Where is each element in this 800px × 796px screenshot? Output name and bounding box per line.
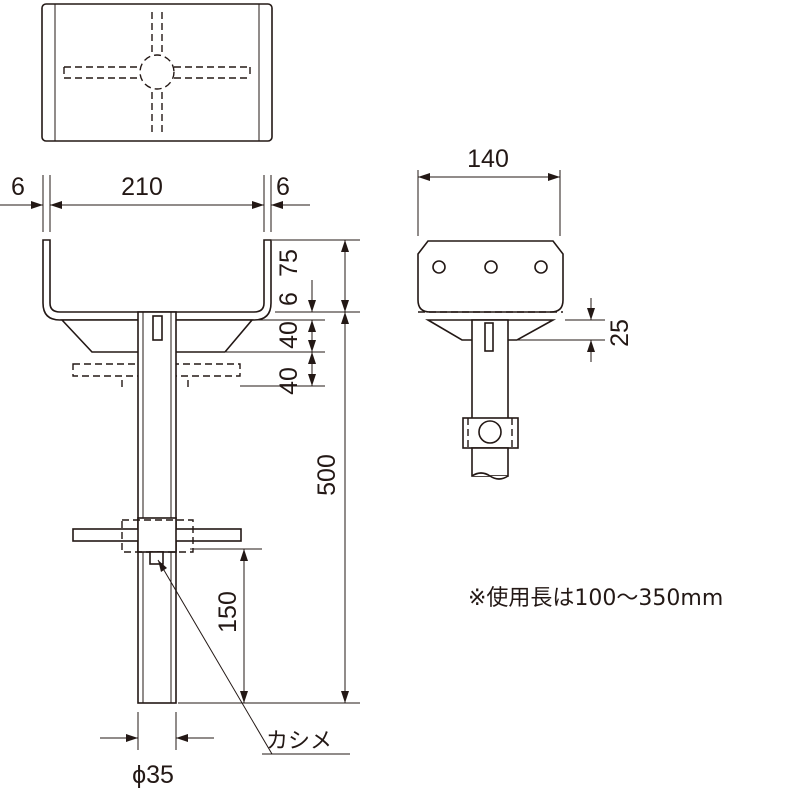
side-head-plate xyxy=(417,240,564,313)
side-dimensions xyxy=(417,170,605,362)
dim-25-label: 25 xyxy=(606,319,634,347)
hidden-lower-plate xyxy=(72,363,241,377)
front-view xyxy=(42,239,272,704)
dim-75-label: 75 xyxy=(275,249,303,277)
crimp-point xyxy=(149,551,164,565)
break-line xyxy=(471,472,509,480)
dim-6-vertical-label: 6 xyxy=(275,292,303,306)
dim-6-right-label: 6 xyxy=(276,173,290,201)
hidden-clamp xyxy=(121,519,194,553)
crimp-leader xyxy=(157,559,273,755)
side-view xyxy=(417,240,564,480)
dim-6-left-label: 6 xyxy=(11,173,25,201)
side-post xyxy=(471,319,509,421)
dim-40a-label: 40 xyxy=(275,321,303,349)
bolt-hole-2 xyxy=(484,260,498,274)
top-view-hidden-hub xyxy=(139,54,175,90)
front-dimensions xyxy=(0,175,360,755)
dim-140-label: 140 xyxy=(467,145,509,173)
dim-210-label: 210 xyxy=(121,173,163,201)
top-view xyxy=(41,3,273,142)
top-view-hidden-cross xyxy=(63,12,251,132)
bolt-hole-1 xyxy=(432,260,446,274)
dim-40b-label: 40 xyxy=(275,367,303,395)
dim-diameter-label: ϕ35 xyxy=(132,761,174,789)
top-view-outline xyxy=(41,3,273,142)
dim-500-label: 500 xyxy=(313,454,341,496)
crimp-label: カシメ xyxy=(266,729,332,754)
cradle-u-bracket xyxy=(42,239,272,321)
side-clamp-bolt xyxy=(478,420,502,444)
post-slot xyxy=(152,315,163,341)
post xyxy=(137,311,177,704)
bolt-hole-3 xyxy=(534,260,548,274)
dim-150-label: 150 xyxy=(214,591,242,633)
usable-length-note: ※使用長は100〜350mm xyxy=(468,586,723,611)
